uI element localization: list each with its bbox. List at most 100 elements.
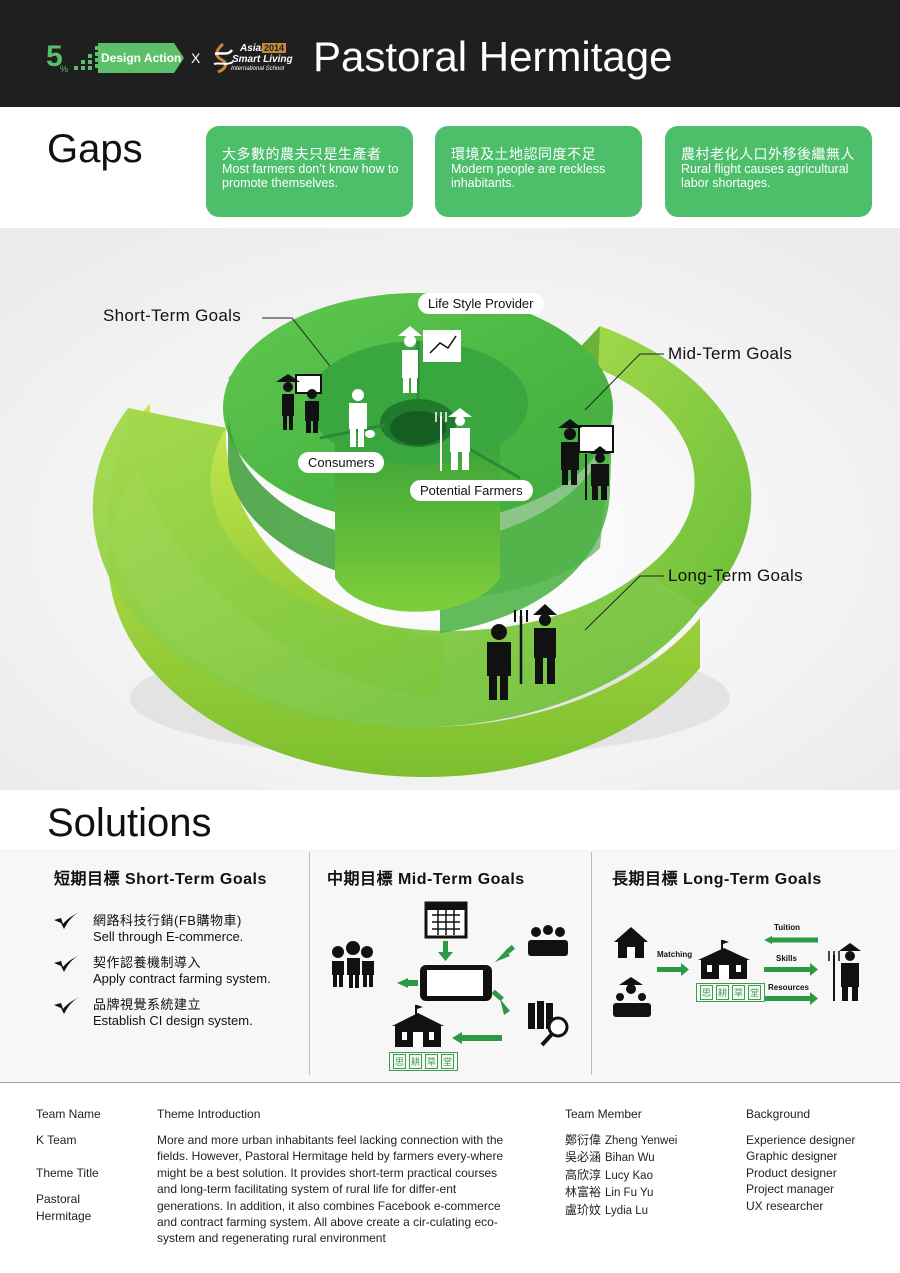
long-term-heading: 長期目標 Long-Term Goals xyxy=(612,871,822,888)
brand-stamp: 思耕草堂 xyxy=(389,1052,459,1071)
mid-term-heading: 中期目標 Mid-Term Goals xyxy=(327,871,525,888)
gap-card-zh: 大多數的農夫只是生產者 xyxy=(222,146,382,162)
member-en: Lydia Lu xyxy=(605,1204,649,1217)
short-term-leader-line xyxy=(262,317,331,367)
school-building-icon xyxy=(392,1005,444,1047)
research-books-icon xyxy=(528,1001,569,1047)
school-name-line3: International School xyxy=(231,66,285,72)
background-item: UX researcher xyxy=(746,1198,824,1213)
gap-card-en: Modern people are reckless inhabitants. xyxy=(451,162,606,190)
member-zh: 吳必涵 xyxy=(565,1150,602,1165)
background-item: Project manager xyxy=(746,1182,835,1197)
gap-card-zh: 環境及土地認同度不足 xyxy=(451,146,596,162)
logo-five: 5 xyxy=(46,40,63,73)
short-item-zh: 契作認養機制導入 xyxy=(93,955,202,970)
theme-title-label: Theme Title xyxy=(36,1166,99,1180)
stamp-char: 堂 xyxy=(748,985,762,1000)
school-year: 2014 xyxy=(262,43,287,53)
mid-term-leader-line xyxy=(584,353,664,411)
member-zh: 盧玠妏 xyxy=(565,1202,602,1217)
long-term-flow-diagram xyxy=(613,927,861,1017)
meeting-icon xyxy=(528,925,568,956)
long-term-people-icon xyxy=(487,604,557,700)
short-item-en: Establish CI design system. xyxy=(93,1013,253,1028)
school-name-line2: Smart Living xyxy=(232,54,293,65)
resources-label: Resources xyxy=(768,983,809,992)
short-item-en: Sell through E-commerce. xyxy=(93,929,244,944)
elderly-group-icon xyxy=(613,977,651,1017)
stamp-char: 草 xyxy=(425,1054,439,1069)
brand-stamp: 思耕草堂 xyxy=(696,983,766,1002)
background-list: Experience designer Graphic designer Pro… xyxy=(746,1132,855,1214)
people-group-icon xyxy=(332,941,374,988)
theme-intro-text: More and more urban inhabitants feel lac… xyxy=(157,1133,504,1246)
school-logo-icon xyxy=(213,42,234,74)
member-en: Bihan Wu xyxy=(605,1152,655,1165)
short-term-people-icon xyxy=(276,374,322,433)
theme-title-line2: Hermitage xyxy=(36,1209,92,1223)
gap-card-zh: 農村老化人口外移後繼無人 xyxy=(681,146,855,162)
background-label: Background xyxy=(746,1107,811,1121)
footer-divider xyxy=(0,1082,900,1083)
house-icon xyxy=(614,927,648,958)
design-action-badge xyxy=(98,43,184,73)
team-member-label: Team Member xyxy=(565,1107,642,1121)
background-item: Product designer xyxy=(746,1165,837,1180)
team-name-value: K Team xyxy=(36,1133,77,1147)
stamp-char: 草 xyxy=(732,985,746,1000)
short-term-heading: 短期目標 Short-Term Goals xyxy=(54,871,267,888)
long-term-callout: Long-Term Goals xyxy=(668,566,803,585)
calendar-icon xyxy=(424,901,468,939)
background-item: Experience designer xyxy=(746,1133,856,1147)
checkmark-icon xyxy=(54,955,80,972)
checkmark-icon xyxy=(54,912,80,929)
matching-arrow xyxy=(657,963,689,976)
theme-intro-label: Theme Introduction xyxy=(157,1107,261,1121)
page-title: Pastoral Hermitage xyxy=(313,33,673,80)
checkmark-icon xyxy=(54,997,80,1014)
logo-percent: % xyxy=(60,64,69,74)
consumers-label: Consumers xyxy=(298,452,385,473)
stamp-char: 耕 xyxy=(409,1054,423,1069)
stamp-char: 思 xyxy=(700,985,714,1000)
farmer-icon xyxy=(828,943,861,1001)
tuition-arrow xyxy=(764,936,818,944)
gap-card-3: 農村老化人口外移後繼無人 Rural flight causes agricul… xyxy=(665,126,872,217)
mid-term-callout: Mid-Term Goals xyxy=(668,344,793,363)
column-divider xyxy=(591,852,592,1075)
tuition-label: Tuition xyxy=(774,923,801,932)
skills-label: Skills xyxy=(776,954,797,963)
mid-term-flow-diagram xyxy=(332,901,569,1047)
lifestyle-provider-label: Life Style Provider xyxy=(418,293,544,314)
gap-card-1: 大多數的農夫只是生產者 Most farmers don’t know how … xyxy=(206,126,413,217)
gaps-heading: Gaps xyxy=(47,127,143,171)
gap-card-en: Most farmers don’t know how to promote t… xyxy=(222,162,399,190)
solutions-heading: Solutions xyxy=(47,801,212,845)
stamp-char: 堂 xyxy=(441,1054,455,1069)
long-term-leader-line xyxy=(584,575,664,631)
gap-card-en: Rural flight causes agricultural labor s… xyxy=(681,162,849,190)
column-divider xyxy=(309,852,310,1075)
resources-arrow xyxy=(764,992,818,1005)
gap-card-2: 環境及土地認同度不足 Modern people are reckless in… xyxy=(435,126,642,217)
theme-title-line1: Pastoral xyxy=(36,1192,81,1206)
potential-farmers-label: Potential Farmers xyxy=(410,480,533,501)
flow-arrows xyxy=(397,941,515,1044)
school-name-line1: Asian xyxy=(240,43,268,54)
smartphone-icon xyxy=(420,965,492,1001)
member-en: Lucy Kao xyxy=(605,1169,653,1182)
matching-label: Matching xyxy=(657,950,693,959)
member-zh: 高欣淳 xyxy=(565,1167,602,1182)
stamp-char: 耕 xyxy=(716,985,730,1000)
goals-ring-diagram xyxy=(0,228,900,790)
school-building-icon xyxy=(698,940,750,979)
short-item-zh: 品牌視覺系統建立 xyxy=(93,997,202,1012)
member-en: Zheng Yenwei xyxy=(605,1135,678,1147)
short-term-callout: Short-Term Goals xyxy=(103,306,242,325)
consumer-icon xyxy=(349,389,375,447)
